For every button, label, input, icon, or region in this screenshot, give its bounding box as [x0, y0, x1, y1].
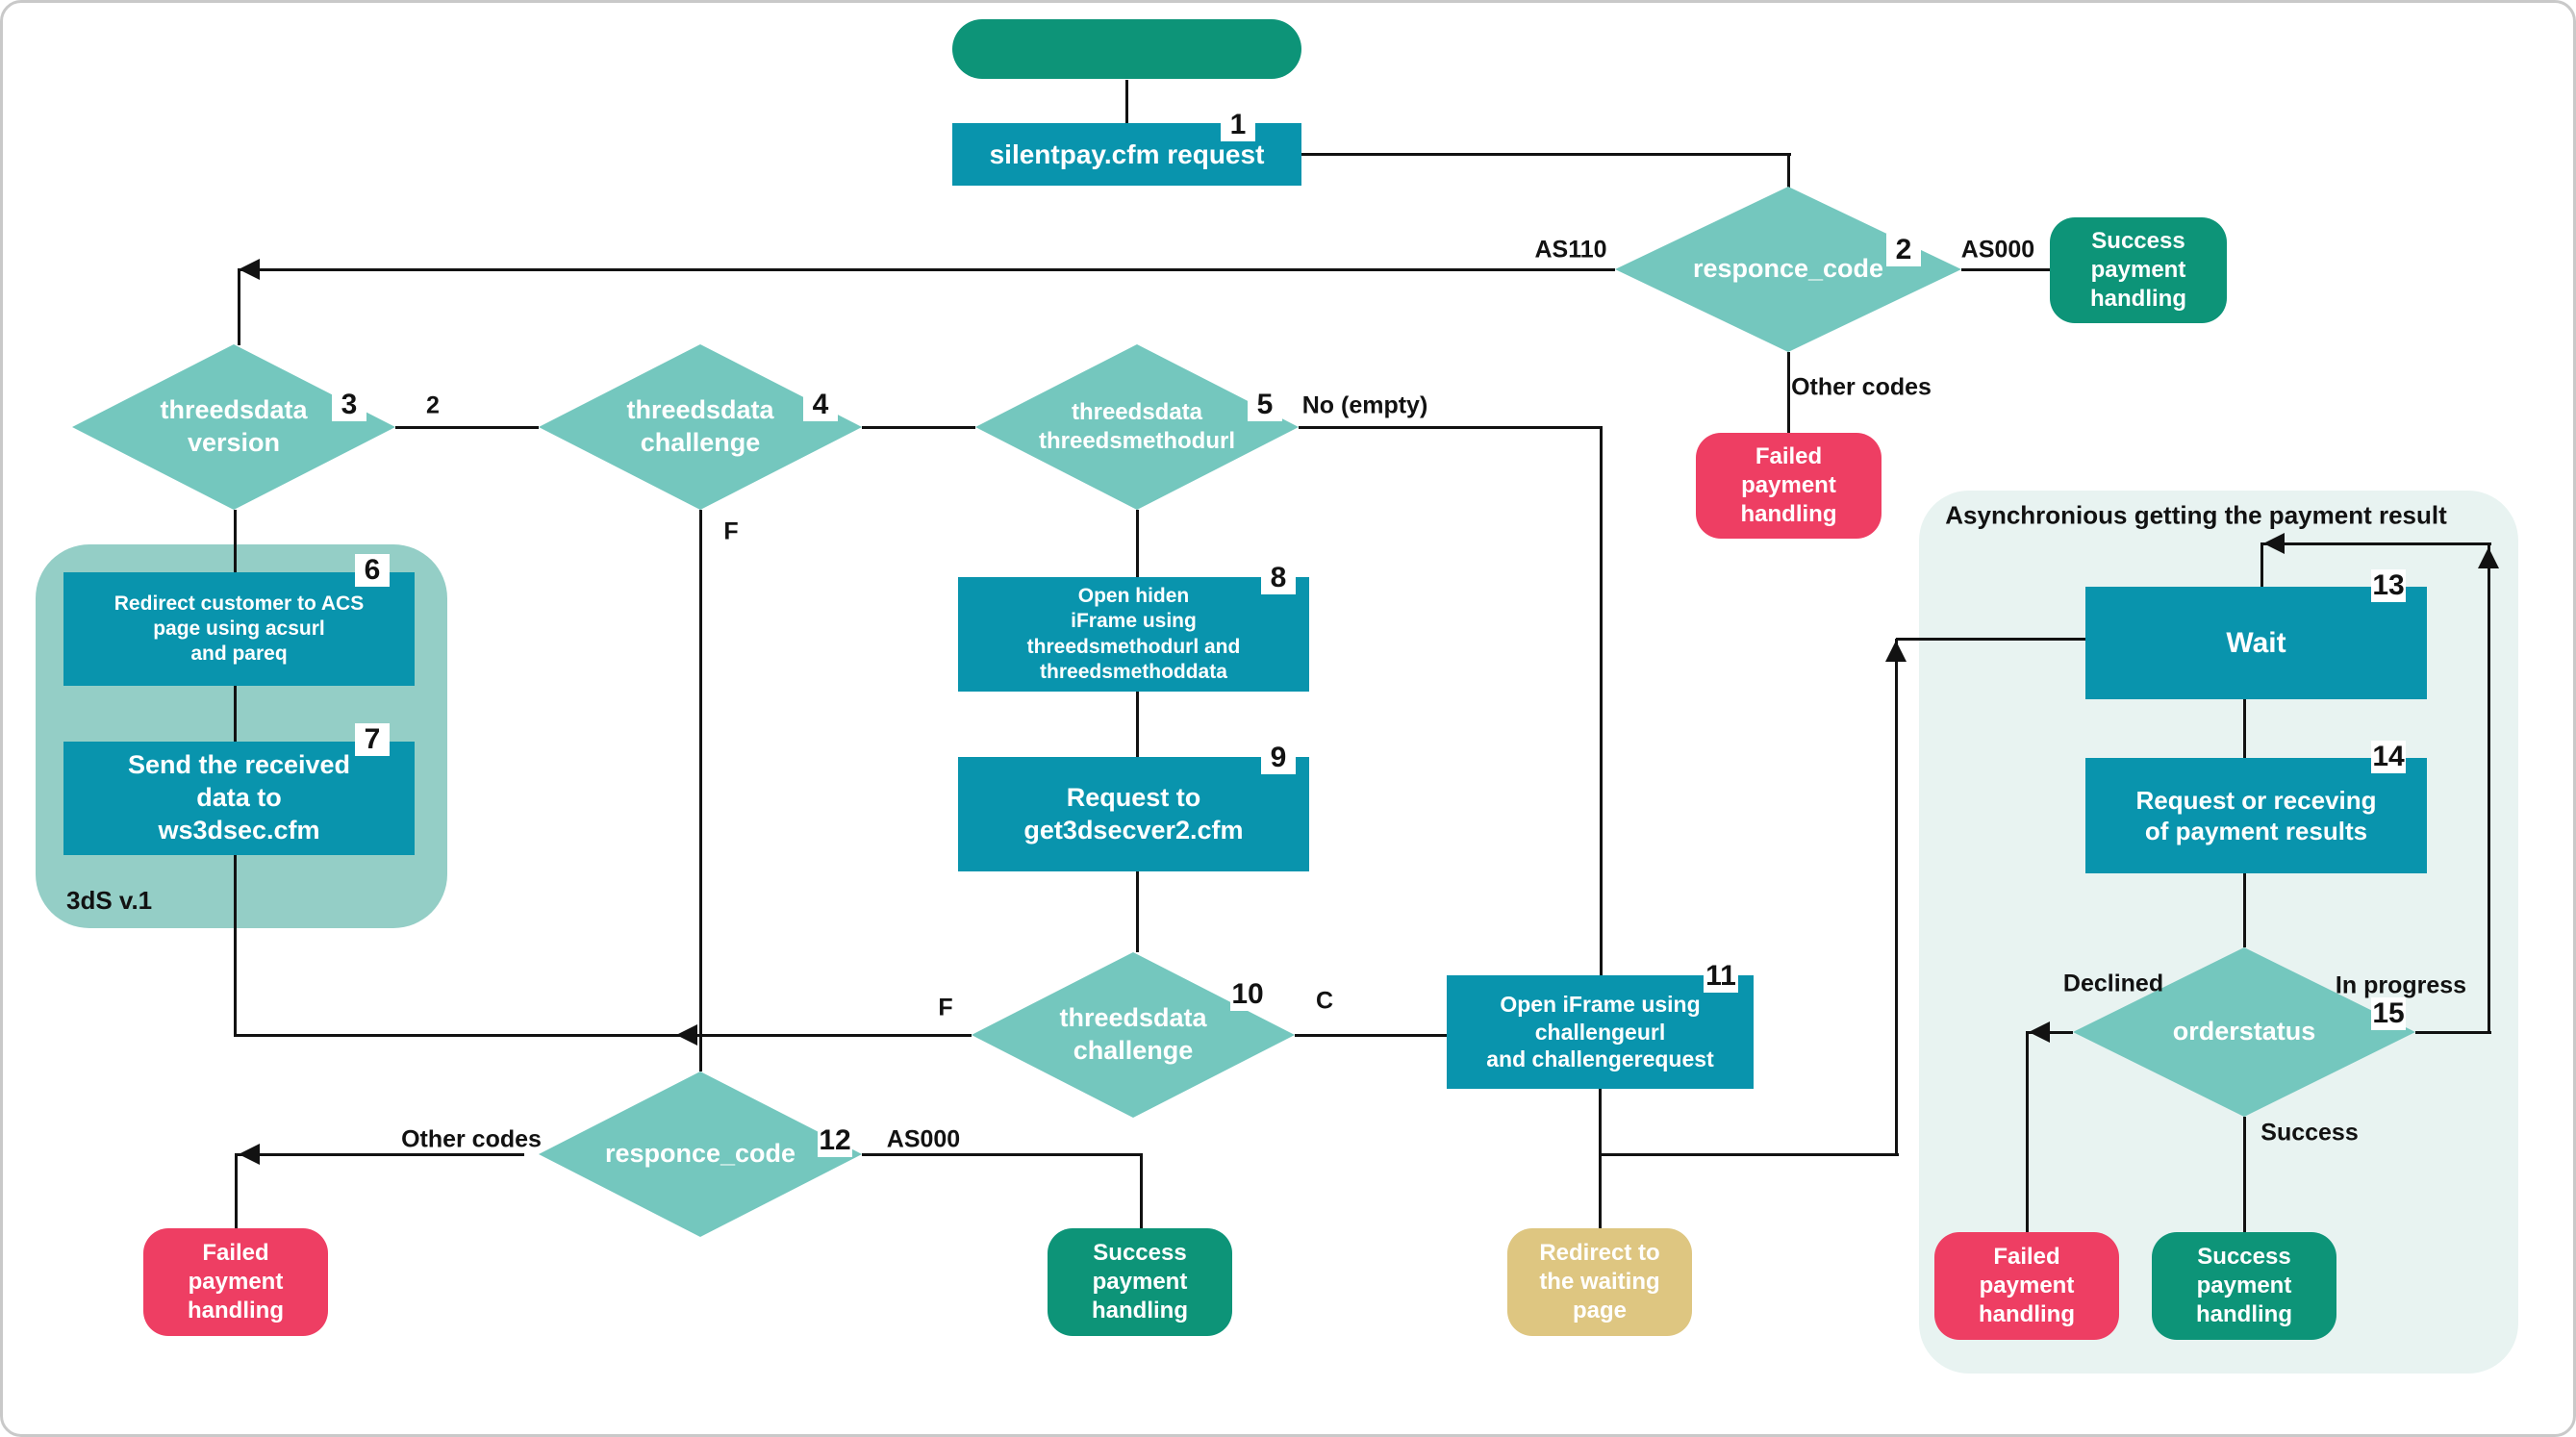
- connector: [862, 426, 975, 429]
- step-badge-7: 7: [355, 723, 390, 756]
- step-badge-4: 4: [803, 389, 838, 421]
- connector: [234, 686, 237, 742]
- connector: [1599, 1089, 1602, 1228]
- connector: [1295, 1034, 1447, 1037]
- edge-label-as000-12: AS000: [886, 1125, 961, 1153]
- connector: [1125, 80, 1128, 123]
- connector: [1787, 153, 1790, 188]
- edge-label-in-progress: In progress: [2335, 971, 2467, 999]
- connector: [238, 268, 240, 345]
- panel-title: Asynchronious getting the payment result: [1945, 500, 2447, 530]
- arrowhead: [1885, 641, 1907, 662]
- edge-label-as000-top: AS000: [1960, 236, 2035, 264]
- decision-responce-code-bottom: responce_code: [539, 1071, 862, 1237]
- connector: [2026, 1031, 2029, 1232]
- arrowhead: [2029, 1021, 2050, 1043]
- decision-threedsdata-challenge: threedsdata challenge: [539, 344, 862, 510]
- connector: [862, 1153, 1143, 1156]
- edge-label-c10: C: [1315, 987, 1334, 1015]
- terminal-success-mid: Success payment handling: [1048, 1228, 1232, 1336]
- connector: [234, 510, 237, 572]
- step-badge-12: 12: [818, 1124, 852, 1157]
- connector: [235, 1153, 238, 1228]
- connector: [1140, 1153, 1143, 1228]
- step-badge-15: 15: [2371, 997, 2406, 1030]
- connector: [1895, 639, 1898, 1156]
- process-open-challenge-iframe: Open iFrame using challengeurl and chall…: [1447, 975, 1754, 1089]
- decision-threedsmethodurl: threedsdata threedsmethodurl: [975, 344, 1299, 510]
- connector: [2488, 542, 2490, 1032]
- arrowhead: [239, 1144, 260, 1165]
- connector: [1301, 153, 1791, 156]
- connector: [395, 426, 539, 429]
- connector: [235, 1034, 972, 1037]
- terminal-success-right: Success payment handling: [2152, 1232, 2336, 1340]
- terminal-failed-top: Failed payment handling: [1696, 433, 1881, 539]
- step-badge-8: 8: [1261, 562, 1296, 594]
- step-badge-10: 10: [1230, 978, 1265, 1011]
- connector: [238, 1153, 524, 1156]
- connector: [1896, 638, 2085, 641]
- step-badge-14: 14: [2371, 741, 2406, 773]
- edge-label-other-codes-top: Other codes: [1791, 373, 1932, 401]
- process-wait: Wait: [2085, 587, 2427, 699]
- decision-responce-code-top: responce_code: [1615, 187, 1961, 352]
- connector: [1299, 426, 1603, 429]
- terminal-success-top: Success payment handling: [2050, 217, 2227, 323]
- connector: [1136, 871, 1139, 952]
- decision-threedsdata-version: threedsdata version: [72, 344, 395, 510]
- start-node: [952, 19, 1301, 79]
- connector: [2243, 699, 2246, 758]
- step-badge-9: 9: [1261, 742, 1296, 774]
- connector: [2029, 1031, 2073, 1034]
- edge-label-declined: Declined: [2062, 970, 2164, 997]
- step-badge-5: 5: [1248, 389, 1282, 421]
- step-badge-11: 11: [1704, 960, 1738, 993]
- terminal-failed-right: Failed payment handling: [1934, 1232, 2119, 1340]
- connector: [234, 855, 237, 1037]
- connector: [2415, 1031, 2491, 1034]
- edge-label-as110: AS110: [1534, 236, 1607, 264]
- edge-label-success-15: Success: [2260, 1119, 2359, 1147]
- process-silentpay-request: silentpay.cfm request: [952, 123, 1301, 186]
- process-open-hidden-iframe: Open hiden iFrame using threedsmethodurl…: [958, 577, 1309, 692]
- connector: [2243, 873, 2246, 947]
- group-3ds-v1-label: 3dS v.1: [66, 886, 153, 915]
- process-request-get3dsecver2: Request to get3dsecver2.cfm: [958, 757, 1309, 871]
- connector: [1961, 268, 2050, 271]
- process-send-ws3dsec: Send the received data to ws3dsec.cfm: [63, 742, 415, 855]
- connector: [1136, 510, 1139, 577]
- arrowhead: [239, 259, 260, 280]
- connector: [2260, 542, 2263, 587]
- step-badge-13: 13: [2371, 569, 2406, 602]
- step-badge-2: 2: [1886, 234, 1921, 266]
- connector: [1600, 426, 1603, 975]
- connector: [1600, 1153, 1899, 1156]
- edge-label-other-codes-12: Other codes: [401, 1125, 542, 1153]
- arrowhead: [2478, 547, 2499, 568]
- edge-label-f4: F: [723, 517, 739, 545]
- step-badge-3: 3: [332, 389, 366, 421]
- connector: [2261, 542, 2491, 545]
- terminal-failed-left: Failed payment handling: [143, 1228, 328, 1336]
- connector: [2243, 1117, 2246, 1232]
- process-redirect-acs: Redirect customer to ACS page using acsu…: [63, 572, 415, 686]
- process-request-payment-results: Request or receving of payment results: [2085, 758, 2427, 873]
- step-badge-1: 1: [1221, 109, 1255, 141]
- decision-threedsdata-challenge-2: threedsdata challenge: [972, 952, 1295, 1118]
- edge-label-f10: F: [938, 994, 953, 1021]
- edge-label-version-2: 2: [426, 391, 440, 419]
- connector: [1787, 352, 1790, 433]
- connector: [1136, 692, 1139, 757]
- connector: [699, 510, 702, 1071]
- arrowhead: [676, 1024, 697, 1046]
- edge-label-no-empty: No (empty): [1301, 391, 1428, 419]
- arrowhead: [2263, 533, 2285, 554]
- connector: [239, 268, 1615, 271]
- terminal-redirect-waiting-page: Redirect to the waiting page: [1507, 1228, 1692, 1336]
- step-badge-6: 6: [355, 554, 390, 587]
